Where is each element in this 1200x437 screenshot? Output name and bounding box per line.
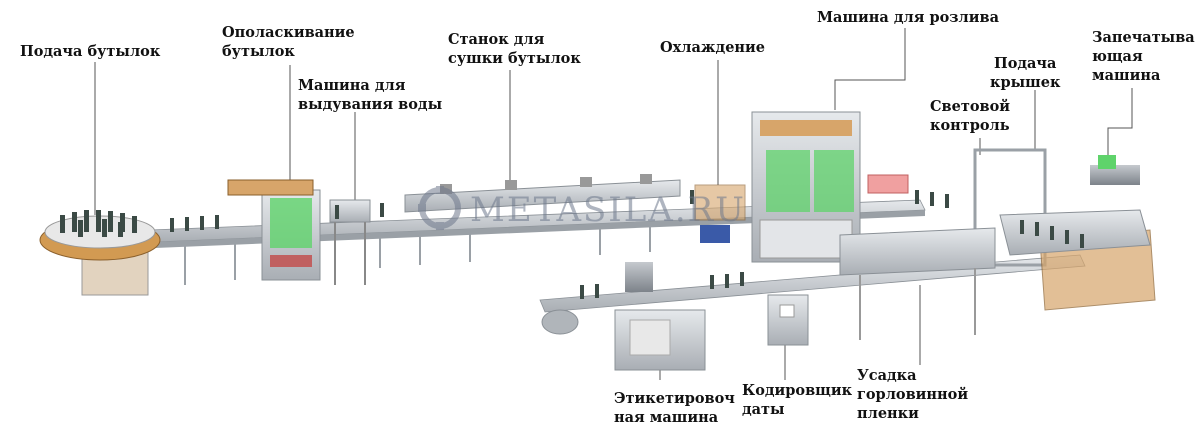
date-coder xyxy=(767,294,809,346)
label-shrink: Усадка горловинной пленки xyxy=(857,367,969,422)
rinsing-machine xyxy=(227,179,321,281)
label-light-control: Световой контроль xyxy=(930,98,1010,134)
labeling-machine xyxy=(541,262,706,371)
rotary-feed-table xyxy=(39,210,161,296)
label-rinsing: Ополаскивание бутылок xyxy=(222,24,355,60)
label-cap-feed: Подача крышек xyxy=(990,55,1061,91)
label-sealing: Запечатыва ющая машина xyxy=(1092,29,1195,84)
label-labeling: Этикетировоч ная машина xyxy=(614,390,735,426)
label-drying: Станок для сушки бутылок xyxy=(448,31,581,67)
leader-lines xyxy=(94,28,1133,380)
label-filling: Машина для розлива xyxy=(817,9,1000,26)
shrink-tunnel xyxy=(839,227,996,340)
label-bottle-feed: Подача бутылок xyxy=(20,43,161,60)
watermark-logo-icon xyxy=(418,186,461,230)
bottles xyxy=(170,190,1084,299)
capping-area xyxy=(867,148,1156,311)
label-cooling: Охлаждение xyxy=(660,39,766,56)
label-date-coder: Кодировщик даты xyxy=(742,382,853,418)
watermark-text: METASILA.RU xyxy=(470,190,746,230)
cooling-unit xyxy=(694,184,746,243)
label-blowing: Машина для выдувания воды xyxy=(298,77,443,113)
blowing-machine xyxy=(329,199,371,285)
